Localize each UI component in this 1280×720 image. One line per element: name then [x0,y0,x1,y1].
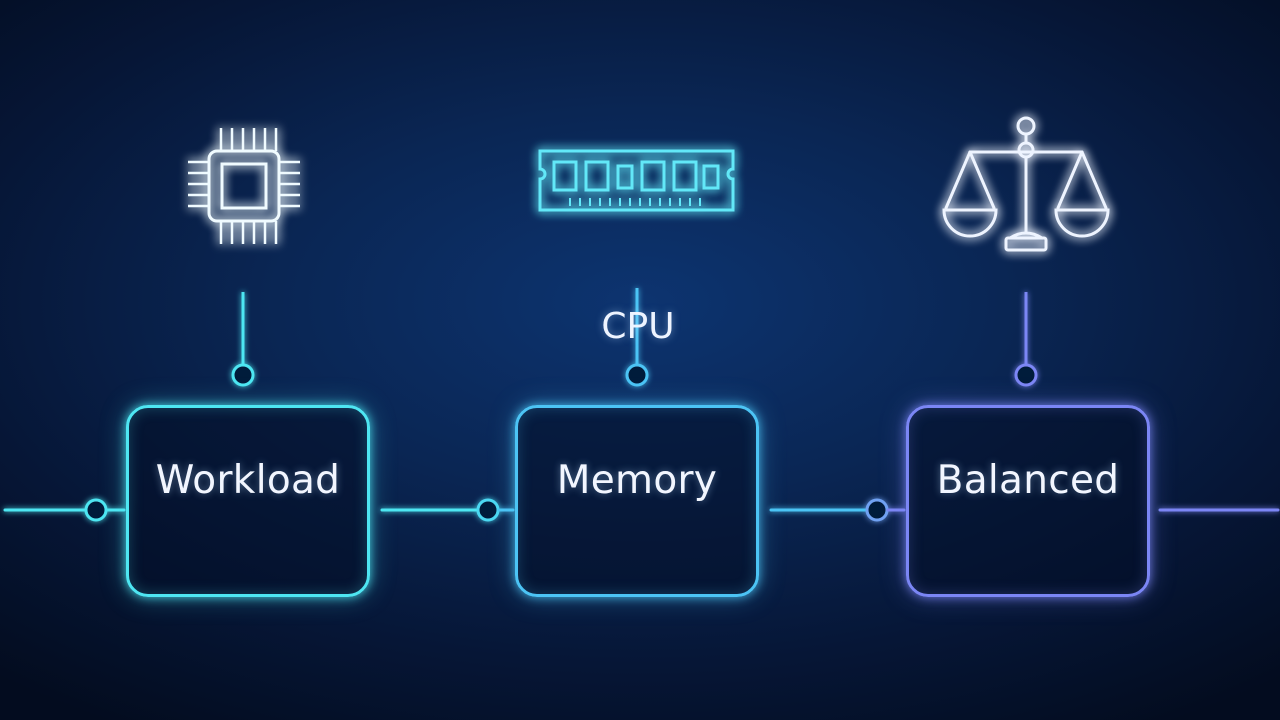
workload-node: Workload [126,405,370,597]
connector-node-dot [84,498,108,522]
cpu-floating-label: CPU [601,306,675,347]
stem-dot-memory [625,363,649,387]
balanced-node: Balanced [906,405,1150,597]
balance-scale-icon [942,116,1110,252]
memory-module-icon [538,149,735,212]
workload-label: Workload [155,458,341,503]
stem-dot-balanced [1014,363,1038,387]
connector-node-dot [476,498,500,522]
connector-node-dot [865,498,889,522]
memory-label: Memory [556,458,718,503]
stem-dot-workload [231,363,255,387]
cpu-chip-icon [188,128,300,244]
memory-node: Memory [515,405,759,597]
balanced-label: Balanced [936,458,1120,503]
